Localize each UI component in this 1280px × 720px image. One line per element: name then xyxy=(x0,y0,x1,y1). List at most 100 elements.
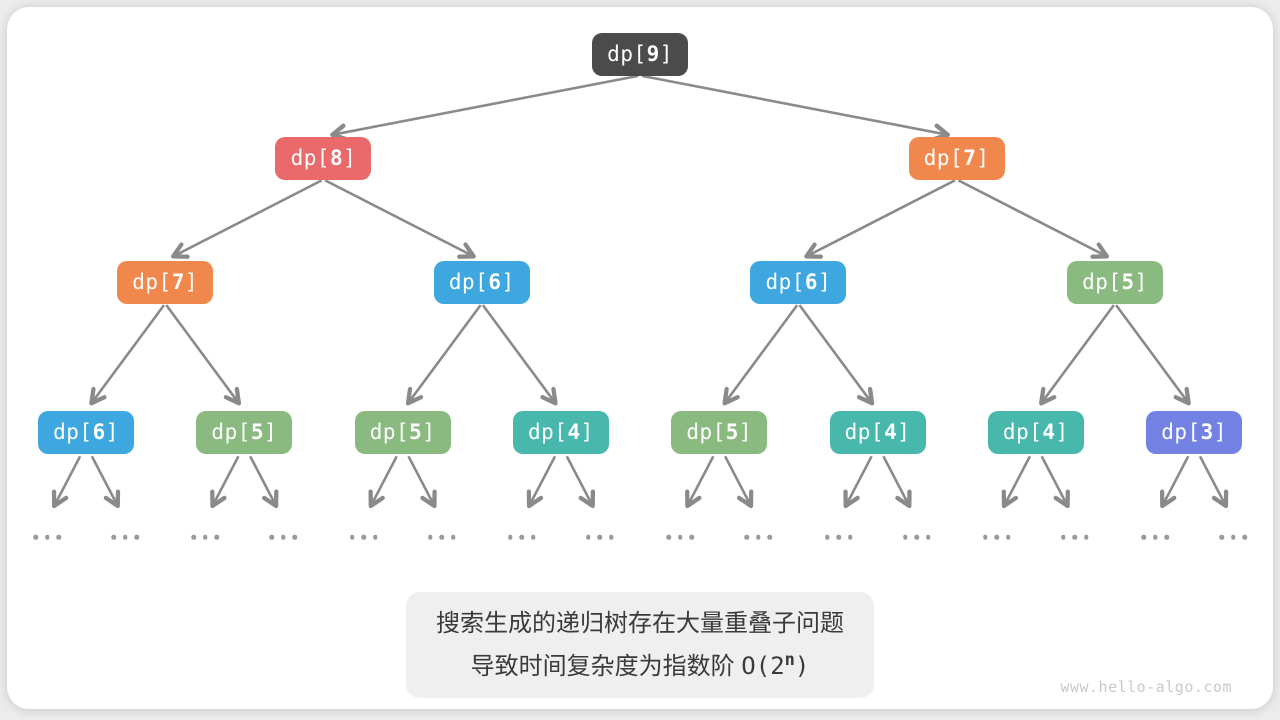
tree-edge xyxy=(481,304,558,406)
ellipsis-dot xyxy=(349,534,355,540)
ellipsis-dot xyxy=(134,534,139,540)
ellipsis-dot xyxy=(983,534,988,540)
ellipsis-dot xyxy=(292,534,298,540)
ellipsis-dot xyxy=(44,534,50,540)
ellipsis-dot xyxy=(1141,534,1146,540)
tree-edge xyxy=(90,455,121,509)
ellipsis-dot xyxy=(1084,534,1089,540)
ellipsis-dot xyxy=(372,534,378,540)
tree-edge xyxy=(798,304,875,406)
tree-edge xyxy=(249,455,279,509)
tree-edge xyxy=(210,455,240,509)
tree-node-dp7: dp[7] xyxy=(117,260,214,304)
tree-node-dp5: dp[5] xyxy=(1066,260,1163,304)
ellipsis-dot xyxy=(1152,534,1158,540)
ellipsis-dot xyxy=(1061,534,1066,540)
caption-formula-suffix: ) xyxy=(794,652,810,680)
caption-formula-prefix: O(2 xyxy=(741,652,785,680)
tree-edge xyxy=(526,455,557,509)
tree-edge xyxy=(368,455,398,509)
ellipsis-dot xyxy=(994,534,1000,540)
ellipsis-dot xyxy=(925,534,931,540)
ellipsis xyxy=(349,534,378,540)
tree-edge xyxy=(1040,455,1070,509)
tree-edge xyxy=(1198,455,1229,509)
tree-edge xyxy=(957,179,1110,259)
tree-node-dp5: dp[5] xyxy=(196,410,293,454)
watermark: www.hello-algo.com xyxy=(1060,678,1232,696)
tree-node-dp3: dp[3] xyxy=(1146,410,1243,454)
tree-edge xyxy=(324,179,476,259)
ellipsis-dot xyxy=(427,534,433,540)
ellipsis xyxy=(666,534,694,540)
ellipsis-dot xyxy=(214,534,220,540)
tree-edge xyxy=(843,455,873,509)
ellipsis-dot xyxy=(1230,534,1236,540)
tree-edge xyxy=(407,455,437,509)
caption-line2-text: 导致时间复杂度为指数阶 xyxy=(470,653,742,680)
tree-node-dp4: dp[4] xyxy=(512,410,609,454)
tree-edge xyxy=(685,455,715,509)
ellipsis-dot xyxy=(519,534,525,540)
tree-node-dp4: dp[4] xyxy=(829,410,926,454)
tree-node-dp5: dp[5] xyxy=(354,410,451,454)
caption-line2: 导致时间复杂度为指数阶 O(2n) xyxy=(436,642,844,685)
tree-edge xyxy=(1115,304,1191,406)
ellipsis xyxy=(191,534,220,540)
ellipsis-dot xyxy=(836,534,841,540)
ellipsis-dot xyxy=(847,534,853,540)
ellipsis-dot xyxy=(439,534,444,540)
caption-line1: 搜索生成的递归树存在大量重叠子问题 xyxy=(436,610,844,637)
ellipsis xyxy=(744,534,772,540)
caption-formula-exponent: n xyxy=(784,650,795,670)
ellipsis-dot xyxy=(56,534,61,540)
ellipsis-dot xyxy=(689,534,694,540)
ellipsis-dot xyxy=(1006,534,1011,540)
ellipsis xyxy=(427,534,456,540)
ellipsis xyxy=(111,534,139,540)
ellipsis xyxy=(824,534,853,540)
ellipsis-dot xyxy=(281,534,286,540)
caption-box: 搜索生成的递归树存在大量重叠子问题 导致时间复杂度为指数阶 O(2n) xyxy=(406,592,874,698)
tree-edge xyxy=(882,455,912,509)
tree-edge xyxy=(1039,304,1115,406)
tree-edge xyxy=(641,74,950,142)
ellipsis xyxy=(1141,534,1169,540)
ellipsis-dot xyxy=(1072,534,1078,540)
ellipsis-dot xyxy=(755,534,761,540)
ellipsis-dot xyxy=(824,534,830,540)
ellipsis-dot xyxy=(122,534,128,540)
ellipsis-dot xyxy=(1219,534,1224,540)
ellipsis-dot xyxy=(531,534,536,540)
tree-edge xyxy=(171,179,323,259)
tree-node-dp7: dp[7] xyxy=(908,136,1005,180)
ellipsis-dot xyxy=(677,534,683,540)
tree-node-dp5: dp[5] xyxy=(671,410,768,454)
ellipsis-dot xyxy=(914,534,919,540)
ellipsis-dot xyxy=(33,534,38,540)
ellipsis-dot xyxy=(450,534,456,540)
tree-edge xyxy=(722,304,799,406)
tree-edge xyxy=(723,455,754,509)
tree-node-dp8: dp[8] xyxy=(275,136,372,180)
ellipsis xyxy=(902,534,931,540)
tree-edge xyxy=(51,455,82,509)
ellipsis-dot xyxy=(767,534,772,540)
edge-group xyxy=(51,74,1229,509)
tree-edge xyxy=(330,74,639,142)
ellipsis xyxy=(269,534,298,540)
ellipsis-dot xyxy=(586,534,591,540)
tree-edge xyxy=(1159,455,1190,509)
ellipsis xyxy=(1219,534,1247,540)
ellipsis xyxy=(33,534,61,540)
tree-edge xyxy=(565,455,596,509)
tree-edge xyxy=(89,304,166,406)
ellipsis xyxy=(586,534,614,540)
tree-edge xyxy=(804,179,956,259)
tree-node-dp6: dp[6] xyxy=(750,260,847,304)
tree-edge xyxy=(405,304,482,406)
ellipsis xyxy=(983,534,1011,540)
tree-node-dp4: dp[4] xyxy=(987,410,1084,454)
